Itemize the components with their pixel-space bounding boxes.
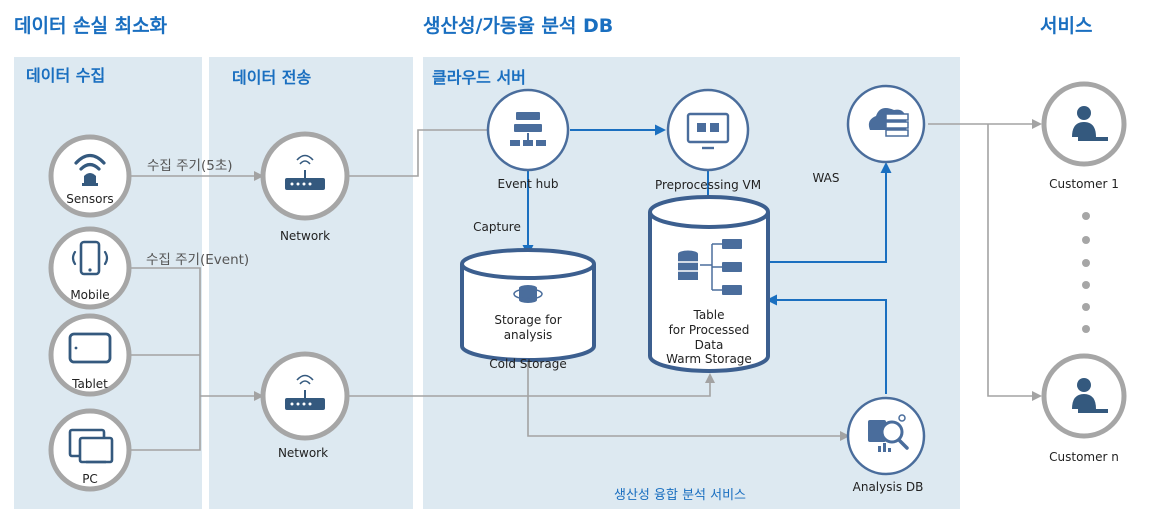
label-event-hub: Event hub [497,177,559,191]
label-fusion-service: 생산성 융합 분석 서비스 [614,488,746,503]
label-data: Data [694,338,724,352]
network-top-node [260,131,350,221]
router-icon [285,374,325,410]
storage-icon [513,285,543,303]
label-capture: Capture [473,220,521,234]
customer-n-node [1041,353,1127,439]
warm-storage-cylinder [648,195,770,373]
network-bottom-node [260,351,350,441]
router-icon [285,154,325,190]
user-icon [1072,378,1108,413]
panel-title-cloud: 클라우드 서버 [432,68,526,87]
analysis-db-node [846,396,926,476]
cloud-server-icon [868,108,909,137]
customer-1-node [1041,81,1127,167]
mobile-phone-icon [71,240,109,276]
user-icon [1072,106,1108,141]
label-tablet: Tablet [72,377,108,391]
vm-monitor-icon [686,112,730,150]
event-hub-node [486,88,570,172]
label-analysis: analysis [503,328,553,342]
tablet-node [48,313,132,397]
label-sensors: Sensors [66,192,114,206]
label-network-top: Network [279,229,331,243]
cold-storage-cylinder [460,248,596,362]
label-network-bottom: Network [277,446,329,460]
label-preprocessing-vm: Preprocessing VM [654,178,762,192]
label-warm-storage: Warm Storage [666,352,752,366]
blue-connectors [522,124,892,394]
pc-monitor-icon [68,428,114,464]
label-cycle-5sec: 수집 주기(5초) [147,158,233,174]
label-customer-n: Customer n [1049,450,1119,464]
header-productivity-db: 생산성/가동율 분석 DB [423,15,614,37]
event-hub-icon [510,112,546,146]
was-node [846,84,926,164]
label-for-processed: for Processed [668,323,750,337]
label-was: WAS [812,171,840,185]
gray-connectors [130,119,1042,451]
label-pc: PC [82,472,98,486]
label-mobile: Mobile [70,288,110,302]
wifi-sensor-icon [74,153,106,171]
label-cold-storage: Cold Storage [489,357,567,371]
header-service: 서비스 [1040,15,1093,37]
panel-title-transfer: 데이터 전송 [232,68,312,87]
pc-node [48,408,132,492]
database-table-icon [678,239,742,295]
label-analysis-db: Analysis DB [852,480,924,494]
mobile-node [48,226,132,310]
analysis-magnifier-icon [868,414,909,452]
header-minimize-data-loss: 데이터 손실 최소화 [14,15,168,37]
panel-title-collection: 데이터 수집 [26,66,106,85]
label-storage-for: Storage for [494,313,562,327]
label-table: Table [693,308,725,322]
preprocessing-vm-node [666,88,750,172]
label-cycle-event: 수집 주기(Event) [146,252,250,268]
label-customer-1: Customer 1 [1049,177,1119,191]
tablet-icon [68,332,112,364]
sensors-node [48,134,132,218]
ellipsis-dots [1082,212,1090,333]
